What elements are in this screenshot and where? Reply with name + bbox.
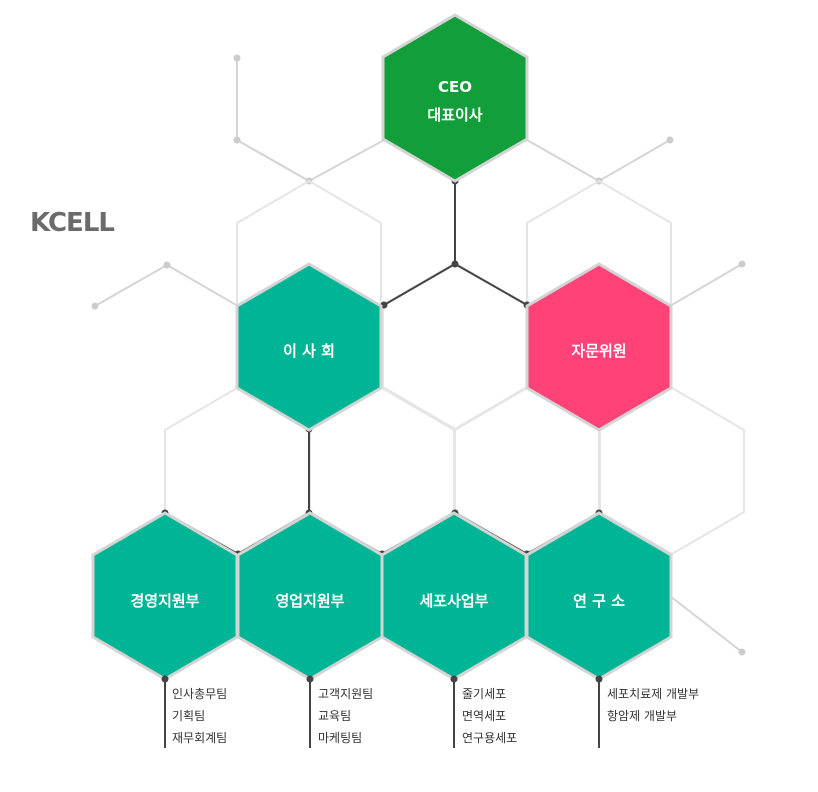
decor-dot [163, 261, 171, 269]
team-item: 기획팀 [172, 709, 205, 723]
connector-line [383, 263, 456, 306]
team-line-dot [161, 675, 169, 683]
team-item: 줄기세포 [462, 687, 506, 701]
hex-outline [382, 261, 528, 431]
decor-dot [738, 648, 746, 656]
ceo-title: CEO [438, 78, 472, 96]
board-hex [235, 262, 383, 432]
team-line-dot [306, 675, 314, 683]
decor-branch [94, 263, 239, 307]
team-item: 항암제 개발부 [607, 709, 677, 723]
decor-branch [669, 595, 743, 653]
team-item: 연구용세포 [462, 731, 517, 745]
nodes [91, 13, 673, 748]
ceo-hex [381, 13, 529, 183]
board-label: 이 사 회 [283, 342, 335, 360]
team-line-dot [595, 675, 603, 683]
decor-dot [738, 260, 746, 268]
advisory-hex [525, 262, 673, 432]
connector-dot [451, 260, 459, 268]
decor-branch [236, 139, 310, 182]
dept-label: 연 구 소 [573, 592, 625, 610]
team-item: 재무회계팀 [172, 731, 227, 745]
dept-label: 영업지원부 [275, 592, 344, 610]
decor-lines [91, 54, 746, 656]
team-item: 인사총무팀 [172, 687, 227, 701]
decor-branch [308, 139, 385, 182]
decor-branch [236, 58, 310, 182]
connector-line [454, 263, 528, 306]
advisory-label: 자문위원 [571, 342, 626, 360]
decor-dot [233, 136, 241, 144]
decor-branch [669, 263, 743, 307]
decor-branch [526, 139, 600, 182]
decor-dot [91, 302, 99, 310]
decor-branch [598, 139, 671, 182]
team-line-dot [450, 675, 458, 683]
team-item: 교육팀 [318, 709, 351, 723]
team-item: 면역세포 [462, 709, 506, 723]
team-item: 세포치료제 개발부 [607, 687, 699, 701]
team-item: 마케팅팀 [318, 731, 362, 745]
decor-dot [666, 136, 674, 144]
kcell-logo: KCELL [30, 208, 115, 238]
team-item: 고객지원팀 [318, 687, 373, 701]
dept-label: 세포사업부 [419, 592, 488, 610]
ceo-subtitle: 대표이사 [427, 106, 482, 124]
dept-label: 경영지원부 [130, 592, 199, 610]
decor-dot [233, 54, 241, 62]
